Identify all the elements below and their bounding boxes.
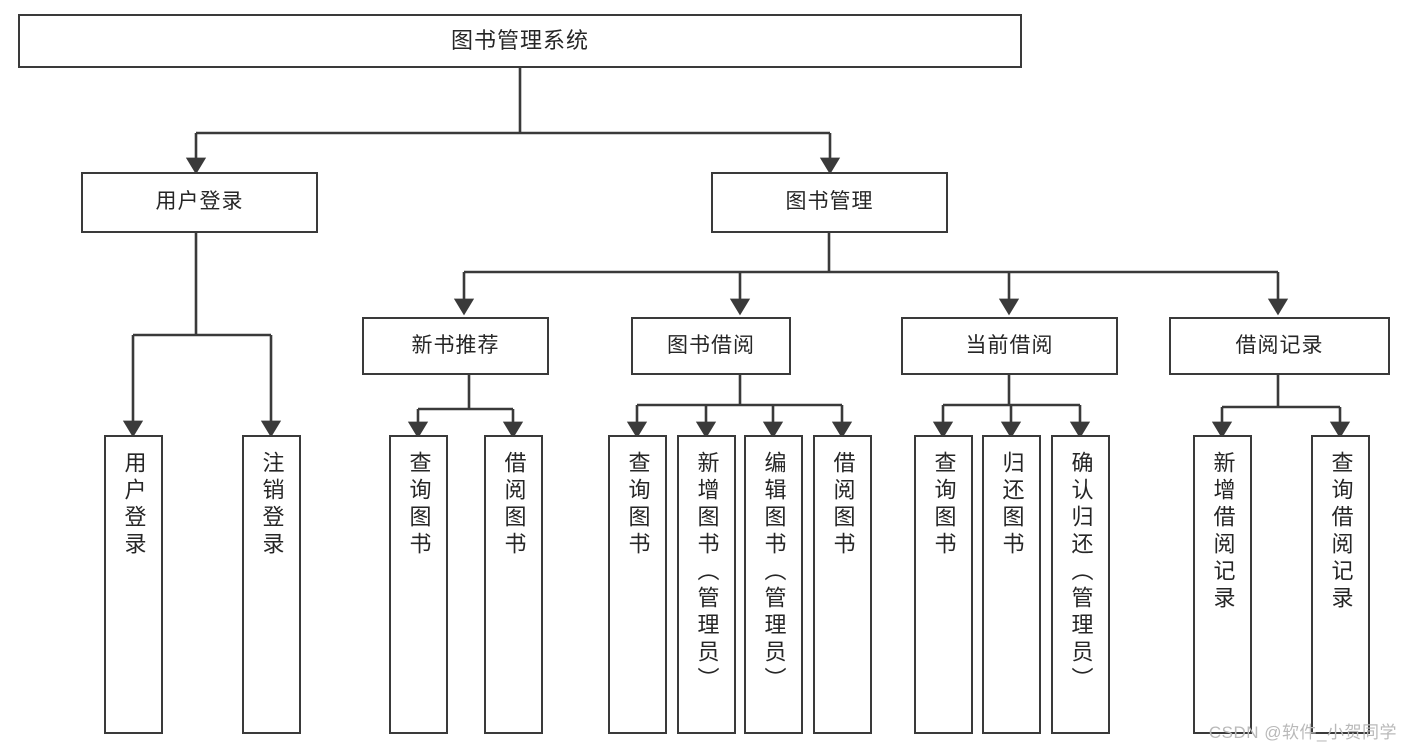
node-label: 图书管理 xyxy=(785,190,874,214)
leaf-borrow-borrow-book[interactable]: 借阅图书 xyxy=(813,435,872,734)
leaf-record-add[interactable]: 新增借阅记录 xyxy=(1193,435,1252,734)
leaf-current-query-book[interactable]: 查询图书 xyxy=(914,435,973,734)
node-label: 归还图书 xyxy=(999,451,1025,559)
node-label: 图书借阅 xyxy=(667,333,755,357)
node-label: 查询图书 xyxy=(406,451,432,559)
node-root-system[interactable]: 图书管理系统 xyxy=(18,14,1022,68)
node-label: 注销登录 xyxy=(259,451,285,559)
node-label: 借阅图书 xyxy=(830,451,856,559)
node-borrow-record[interactable]: 借阅记录 xyxy=(1169,317,1390,375)
leaf-current-return-book[interactable]: 归还图书 xyxy=(982,435,1041,734)
node-label: 用户登录 xyxy=(155,190,244,214)
leaf-user-login-logout[interactable]: 注销登录 xyxy=(242,435,301,734)
node-current-borrow[interactable]: 当前借阅 xyxy=(901,317,1118,375)
node-book-management[interactable]: 图书管理 xyxy=(711,172,948,233)
node-label: 新书推荐 xyxy=(411,333,500,357)
node-label: 当前借阅 xyxy=(965,333,1054,357)
leaf-borrow-add-book-admin[interactable]: 新增图书（管理员） xyxy=(677,435,736,734)
leaf-borrow-query-book[interactable]: 查询图书 xyxy=(608,435,667,734)
node-label: 借阅图书 xyxy=(501,451,527,559)
leaf-new-book-borrow[interactable]: 借阅图书 xyxy=(484,435,543,734)
node-label: 查询图书 xyxy=(625,451,651,559)
leaf-record-query[interactable]: 查询借阅记录 xyxy=(1311,435,1370,734)
node-label: 借阅记录 xyxy=(1235,333,1324,357)
node-label: 图书管理系统 xyxy=(450,28,589,54)
node-book-borrow[interactable]: 图书借阅 xyxy=(631,317,791,375)
node-new-book-recommend[interactable]: 新书推荐 xyxy=(362,317,549,375)
leaf-current-confirm-return-admin[interactable]: 确认归还（管理员） xyxy=(1051,435,1110,734)
node-label: 用户登录 xyxy=(121,451,147,559)
node-label: 查询借阅记录 xyxy=(1328,451,1354,613)
node-label: 编辑图书（管理员） xyxy=(761,451,787,694)
node-label: 新增图书（管理员） xyxy=(694,451,720,694)
leaf-borrow-edit-book-admin[interactable]: 编辑图书（管理员） xyxy=(744,435,803,734)
node-label: 确认归还（管理员） xyxy=(1068,451,1094,694)
leaf-user-login-login[interactable]: 用户登录 xyxy=(104,435,163,734)
node-user-login[interactable]: 用户登录 xyxy=(81,172,318,233)
leaf-new-book-query[interactable]: 查询图书 xyxy=(389,435,448,734)
node-label: 查询图书 xyxy=(931,451,957,559)
node-label: 新增借阅记录 xyxy=(1210,451,1236,613)
